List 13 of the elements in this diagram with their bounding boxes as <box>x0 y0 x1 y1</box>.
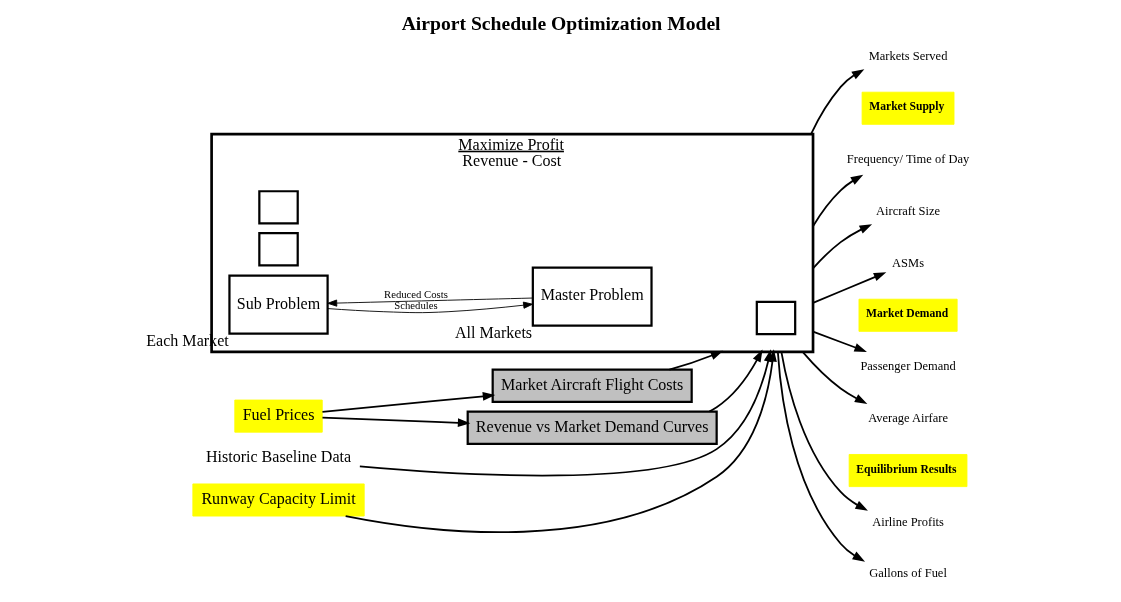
diagram-title: Airport Schedule Optimization Model <box>401 13 721 35</box>
node-text: Airline Profits <box>872 514 944 529</box>
node-text: Average Airfare <box>868 411 948 426</box>
node-text: Aircraft Size <box>876 204 941 219</box>
node-text: Frequency/ Time of Day <box>846 152 970 167</box>
node-text: Gallons of Fuel <box>869 566 947 581</box>
node-text: Passenger Demand <box>860 359 956 374</box>
node-label: All Markets <box>455 324 533 342</box>
edge-label: Schedules <box>394 298 438 311</box>
node-text: Historic Baseline Data <box>205 447 352 465</box>
edge-label: Reduced Costs <box>384 287 448 300</box>
node-text: ASMs <box>892 255 925 270</box>
node-text: Markets Served <box>868 48 948 63</box>
